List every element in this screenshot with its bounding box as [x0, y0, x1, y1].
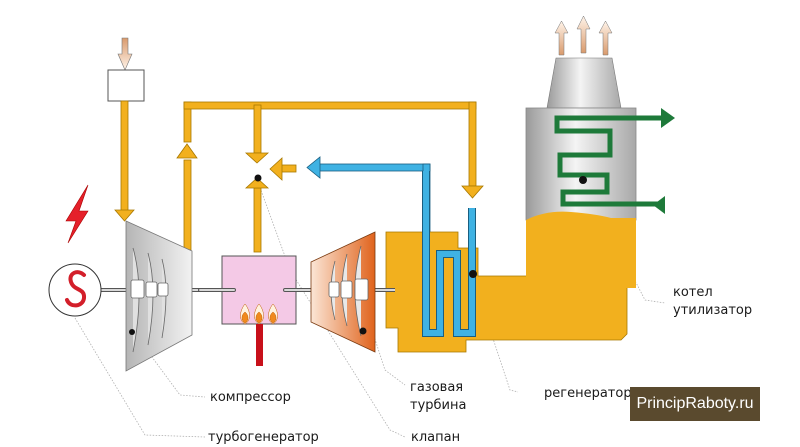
watermark: PrincipRaboty.ru [630, 387, 760, 421]
heat-recovery-boiler [525, 15, 675, 288]
down-arrow-icon [461, 185, 484, 199]
gas-turbine [310, 231, 376, 353]
sine-symbol-icon [65, 270, 87, 308]
exhaust-arrow-icon [554, 20, 569, 56]
water-out-arrow-icon [661, 108, 675, 128]
label-boiler-line2: утилизатор [673, 303, 753, 318]
up-arrow-icon [176, 143, 198, 159]
left-arrow-icon [269, 157, 283, 181]
label-turbogenerator: турбогенератор [208, 430, 319, 445]
down-arrow-icon [244, 152, 270, 164]
leader-gas-turbine [371, 329, 406, 386]
water-in-arrow-icon [653, 196, 665, 214]
flame-icon [240, 303, 278, 325]
up-arrow-icon [244, 177, 270, 189]
air-filter-box [107, 69, 145, 102]
leader-turbogenerator [74, 317, 206, 438]
exhaust-arrow-icon [576, 15, 591, 54]
combustion-chamber [198, 255, 322, 366]
down-arrow-icon [114, 209, 135, 222]
compressor [125, 220, 193, 372]
left-arrow-icon [306, 156, 321, 179]
lightning-icon [65, 184, 89, 244]
air-inlet-arrow-icon [117, 37, 133, 71]
fuel-line [256, 324, 263, 366]
air-inlet [107, 37, 145, 102]
label-gas-turbine-line2: турбина [410, 398, 467, 413]
chimney [546, 57, 622, 109]
regenerator-point-icon [469, 270, 477, 278]
exhaust-arrow-icon [598, 20, 613, 56]
generator [48, 184, 102, 317]
label-gas-turbine-line1: газовая [410, 380, 464, 395]
valve-icon [254, 174, 262, 182]
hot-gas-pipes [114, 100, 484, 253]
label-regenerator: регенератор [544, 386, 632, 401]
label-valve: клапан [411, 430, 461, 445]
label-compressor: компрессор [210, 390, 291, 405]
label-boiler-line1: котел [673, 285, 713, 300]
